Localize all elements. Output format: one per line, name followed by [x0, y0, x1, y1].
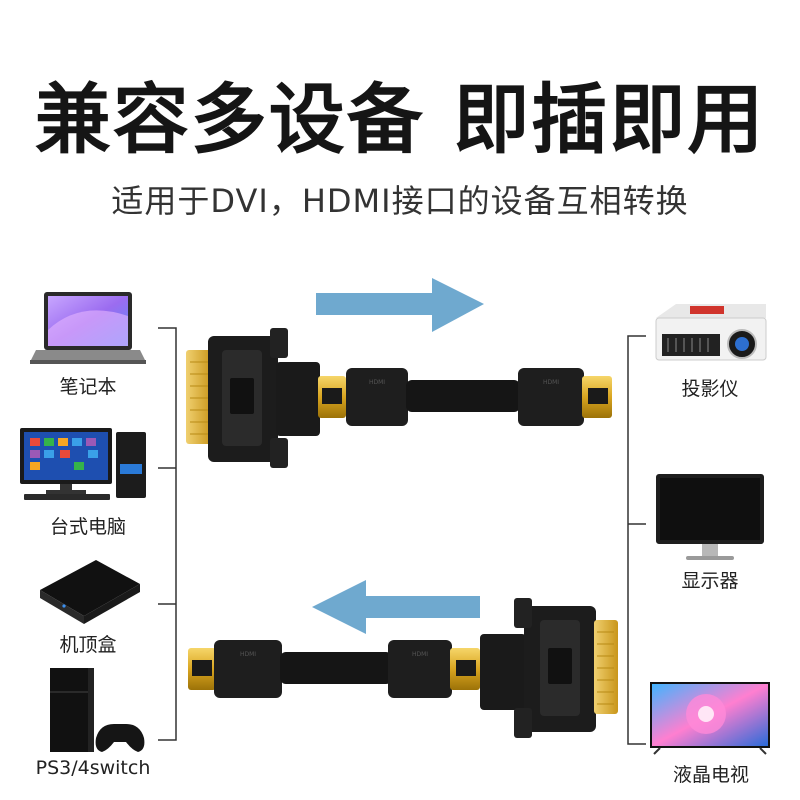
- device-label-projector: 投影仪: [681, 378, 739, 400]
- left-bracket: [158, 327, 177, 741]
- device-label-set-top-box: 机顶盒: [59, 634, 117, 656]
- arrow-right-icon: [316, 278, 484, 332]
- hdmi-to-dvi-adapter-bottom: HDMI HDMI: [188, 598, 618, 738]
- svg-text:HDMI: HDMI: [412, 651, 428, 658]
- set-top-box-icon: [40, 560, 140, 624]
- device-label-monitor: 显示器: [681, 570, 739, 592]
- device-label-laptop: 笔记本: [59, 376, 117, 398]
- right-bracket: [627, 335, 646, 745]
- page-title: 兼容多设备 即插即用: [34, 75, 766, 164]
- laptop-icon: [30, 292, 146, 364]
- desktop-icon: [20, 428, 146, 500]
- svg-text:HDMI: HDMI: [240, 651, 256, 658]
- arrow-left-icon: [312, 580, 480, 634]
- device-label-lcd-tv: 液晶电视: [672, 764, 749, 786]
- device-label-desktop: 台式电脑: [49, 516, 126, 538]
- game-console-icon: [50, 668, 145, 752]
- svg-text:HDMI: HDMI: [369, 379, 385, 386]
- page-subtitle: 适用于DVI，HDMI接口的设备互相转换: [111, 182, 689, 220]
- lcd-tv-icon: [650, 682, 770, 755]
- svg-text:HDMI: HDMI: [543, 379, 559, 386]
- monitor-icon: [656, 474, 764, 560]
- projector-icon: [655, 304, 767, 361]
- dvi-to-hdmi-adapter-top: HDMI HDMI: [186, 328, 612, 468]
- device-label-game-console: PS3/4switch: [35, 757, 151, 779]
